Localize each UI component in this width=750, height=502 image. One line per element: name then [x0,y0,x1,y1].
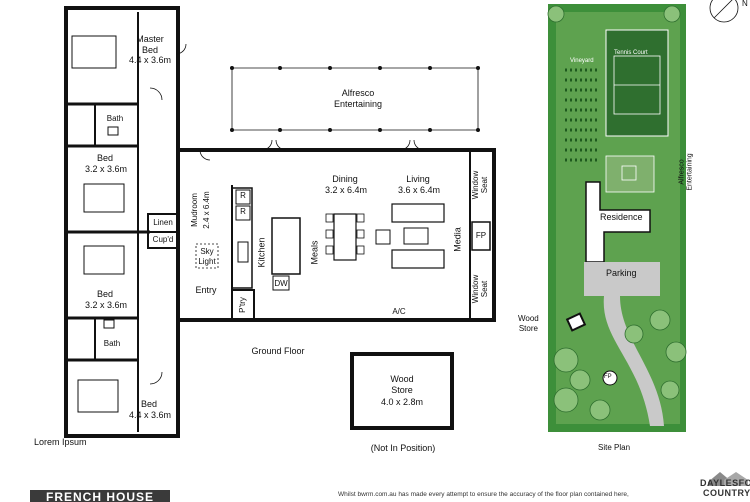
ac-unit: A/C [392,307,406,316]
footer-title: FRENCH HOUSE [30,490,170,502]
wood-store-size: 4.0 x 2.8m [380,397,424,407]
room-dining-name: Dining [332,174,358,184]
north-label: N [742,0,748,8]
ground-floor-label: Ground Floor [251,346,305,356]
north-arrow [709,0,739,23]
site-plan [547,4,687,432]
alfresco-posts [230,66,480,132]
tennis-court [605,29,669,137]
logo-text-country: COUNTRY [703,488,750,498]
room-bed3-name: Bed [96,289,113,299]
room-media: Media [452,227,463,252]
fireplace: FP [475,231,487,240]
lorem-label: Lorem Ipsum [34,437,87,447]
room-living-name: Living [406,174,430,184]
site-vineyard: Vineyard [570,58,594,64]
site-residence: Residence [600,212,643,222]
fridge-r1: R [240,191,246,200]
formal-garden [605,155,655,193]
vineyard-rows [565,68,600,162]
room-bed4-name: Bed [140,399,157,409]
room-cupd: Cup'd [152,235,174,244]
room-bath-bottom: Bath [103,339,121,348]
site-fireplace: FP [604,374,612,380]
logo-text-daylesford: DAYLESFORD [700,478,750,488]
room-master-bed-size: 4.4 x 3.6m [128,55,172,65]
dishwasher: DW [274,279,288,288]
window-seat-bottom: Window Seat [471,274,489,304]
room-bed2-size: 3.2 x 3.6m [84,164,128,174]
sky-light: Sky Light [198,247,216,266]
disclaimer-text: Whilst bwrm.com.au has made every attemp… [338,491,629,498]
room-kitchen: Kitchen [256,237,267,268]
fridge-r2: R [240,207,246,216]
wood-store-outline [350,352,454,430]
room-master-bed-name: Master Bed [136,34,164,55]
window-seat-top: Window Seat [471,170,489,200]
room-living-size: 3.6 x 6.4m [397,185,441,195]
bed-furniture [71,35,125,413]
room-mudroom-name: Mudroom [190,193,199,227]
alfresco-label: Alfresco Entertaining [333,88,383,109]
parking-area [584,262,660,296]
room-bed4-size: 4.4 x 3.6m [128,410,172,420]
room-meals: Meals [309,240,320,265]
room-dining-size: 3.2 x 6.4m [324,185,368,195]
room-pantry: P'try [238,297,247,313]
wood-store-name: Wood Store [390,374,414,395]
site-plan-title: Site Plan [598,443,631,452]
room-bath-top: Bath [106,114,124,123]
room-mudroom-size: 2.4 x 6.4m [202,191,211,229]
site-parking: Parking [606,268,637,278]
site-alfresco: Alfresco Entertaining [678,153,694,191]
room-bed3-size: 3.2 x 3.6m [84,300,128,310]
room-linen: Linen [153,218,173,227]
trees [547,5,687,421]
logo [708,472,748,486]
room-entry: Entry [195,285,217,295]
not-in-position-label: (Not In Position) [370,443,436,453]
site-wood-store: Wood Store [518,314,539,333]
floor-plan [64,6,496,438]
living-block-outline [176,148,496,322]
site-tennis-court: Tennis Court [614,50,648,56]
room-bed2-name: Bed [96,153,113,163]
